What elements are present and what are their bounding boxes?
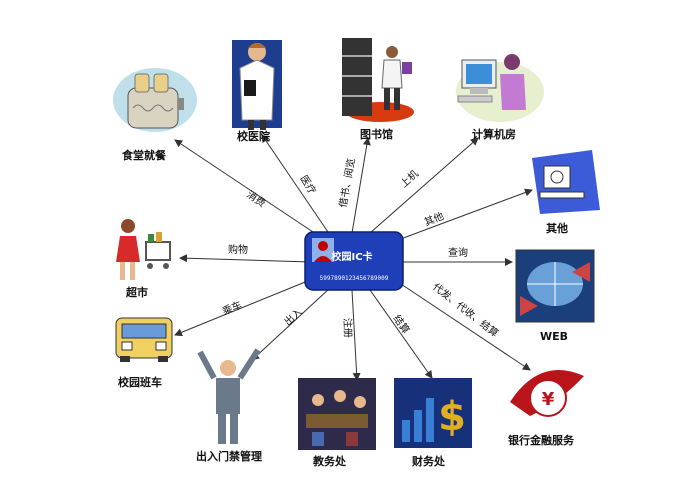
- node-label-other: 其他: [546, 221, 568, 235]
- edge-label-bus: 乘车: [220, 298, 243, 318]
- edge-label-other: 其他: [422, 209, 445, 229]
- edge-finance: [369, 289, 433, 379]
- node-label-canteen: 食堂就餐: [122, 148, 167, 162]
- svg-text:$: $: [438, 394, 466, 440]
- svg-text:¥: ¥: [542, 389, 555, 410]
- web-globe-icon: [515, 249, 595, 323]
- edge-clinic: [261, 134, 331, 236]
- edge-computer-lab: [369, 137, 479, 234]
- person-avatar-icon: [312, 238, 334, 262]
- yen-coin-icon: ¥: [510, 369, 584, 417]
- node-label-bank: 银行金融服务: [508, 433, 575, 447]
- edge-label-access: 出入: [281, 305, 305, 328]
- node-label-computer-lab: 计算机房: [472, 127, 516, 141]
- edge-label-canteen: 消费: [244, 188, 268, 210]
- node-label-access: 出入门禁管理: [196, 449, 262, 463]
- edge-bank: [394, 279, 531, 371]
- edge-bus: [174, 277, 316, 337]
- meeting-icon: [298, 378, 376, 450]
- center-card: 校园IC卡 5997890123456789009: [304, 231, 404, 291]
- node-label-bus: 校园班车: [118, 375, 162, 389]
- edge-label-computer-lab: 上机: [397, 167, 421, 190]
- edge-access: [251, 287, 331, 361]
- edge-supermarket: [179, 254, 311, 263]
- node-label-finance: 财务处: [411, 454, 446, 468]
- edge-label-supermarket: 购物: [228, 243, 248, 256]
- node-label-library: 图书馆: [360, 127, 393, 141]
- toaster-icon: [113, 68, 197, 132]
- center-title: 校园IC卡: [331, 250, 372, 263]
- edge-label-finance: 结算: [391, 312, 413, 336]
- edge-label-clinic: 医疗: [297, 173, 319, 197]
- edge-academic: [351, 289, 361, 381]
- shopper-icon: [116, 219, 171, 280]
- node-label-academic: 教务处: [312, 454, 347, 468]
- edge-lines: [174, 134, 533, 381]
- doctor-icon: [232, 40, 282, 130]
- node-label-clinic: 校医院: [237, 129, 270, 143]
- bus-icon: [115, 317, 173, 362]
- node-label-supermarket: 超市: [125, 285, 148, 299]
- guard-icon: [197, 348, 261, 444]
- edge-label-web: 查询: [448, 246, 468, 259]
- center-number: 5997890123456789009: [320, 275, 389, 282]
- edge-canteen: [174, 139, 326, 241]
- computer-user-icon: [456, 54, 544, 122]
- edge-other: [397, 188, 533, 241]
- edge-label-academic: 注册: [341, 318, 355, 338]
- finance-chart-icon: $: [394, 378, 472, 448]
- edge-library: [351, 137, 371, 234]
- edge-label-bank: 代发、代收、结算: [430, 280, 501, 339]
- node-label-web: WEB: [540, 330, 568, 343]
- edge-label-library: 借书、阅览: [336, 157, 357, 208]
- bookshelf-icon: [342, 38, 414, 122]
- computer-icon: [532, 150, 600, 214]
